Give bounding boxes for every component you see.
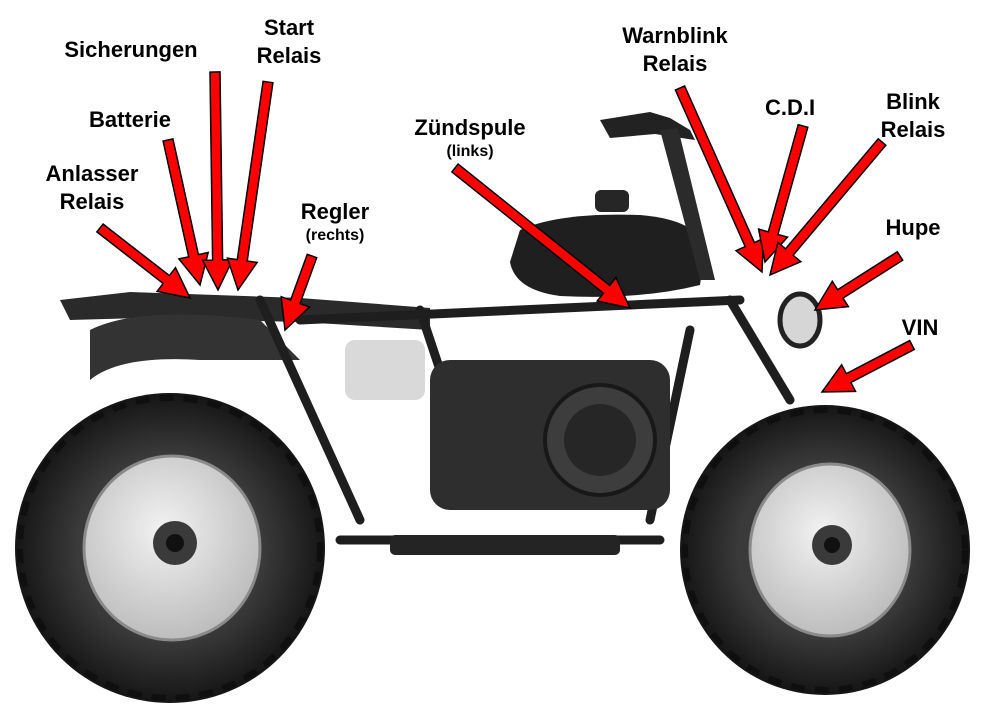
- arrow-anlasser-relais: [95, 223, 192, 300]
- arrow-batterie: [162, 138, 210, 287]
- rear-fender: [90, 314, 300, 380]
- label-anlasser-relais-line1: Anlasser: [45, 161, 139, 186]
- atv-photo: [15, 112, 970, 703]
- fuel-cap: [595, 190, 629, 212]
- steering-column: [660, 128, 715, 280]
- label-anlasser-relais-line2: Relais: [59, 189, 125, 214]
- label-batterie-line1: Batterie: [89, 107, 171, 132]
- label-blink-relais-line1: Blink: [886, 89, 940, 114]
- arrow-layer: [95, 71, 916, 393]
- footrest: [390, 535, 620, 555]
- arrow-start-relais: [226, 80, 274, 292]
- arrow-vin: [820, 339, 916, 393]
- label-start-relais-line1: Start: [263, 15, 315, 40]
- label-sicherungen-line1: Sicherungen: [64, 37, 198, 62]
- label-sicherungen: Sicherungen: [36, 36, 226, 64]
- label-warnblink-relais-line2: Relais: [642, 51, 708, 76]
- label-start-relais: Start Relais: [234, 14, 344, 70]
- label-regler: Regler (rechts): [275, 198, 395, 246]
- label-blink-relais-line2: Relais: [880, 117, 946, 142]
- arrow-blink-relais: [768, 137, 887, 277]
- label-zuendspule: Zündspule (links): [390, 114, 550, 162]
- label-regler-line1: Regler: [300, 199, 370, 224]
- label-start-relais-line2: Relais: [256, 43, 322, 68]
- arrow-zuendspule: [450, 163, 632, 310]
- arrow-regler: [280, 253, 318, 332]
- fuel-tank: [510, 214, 705, 297]
- arrow-warnblink-relais: [674, 85, 765, 274]
- label-warnblink-relais: Warnblink Relais: [590, 22, 760, 78]
- label-vin: VIN: [880, 314, 960, 342]
- label-zuendspule-sub: (links): [446, 143, 494, 160]
- rear-wheel: [15, 393, 325, 703]
- label-cdi-line1: C.D.I: [764, 95, 816, 120]
- handlebar: [600, 112, 695, 140]
- arrow-hupe: [813, 250, 904, 311]
- label-batterie: Batterie: [60, 106, 200, 134]
- headlight: [777, 291, 823, 349]
- label-vin-line1: VIN: [901, 315, 939, 340]
- label-cdi: C.D.I: [750, 94, 830, 122]
- label-warnblink-relais-line1: Warnblink: [622, 23, 728, 48]
- label-zuendspule-line1: Zündspule: [414, 115, 526, 140]
- label-blink-relais: Blink Relais: [858, 88, 968, 144]
- arrow-sicherungen: [201, 71, 234, 292]
- front-wheel: [680, 405, 970, 695]
- label-hupe-line1: Hupe: [885, 215, 941, 240]
- coolant-reservoir: [345, 340, 425, 400]
- label-anlasser-relais: Anlasser Relais: [22, 160, 162, 216]
- label-hupe: Hupe: [868, 214, 958, 242]
- label-regler-sub: (rechts): [305, 227, 365, 244]
